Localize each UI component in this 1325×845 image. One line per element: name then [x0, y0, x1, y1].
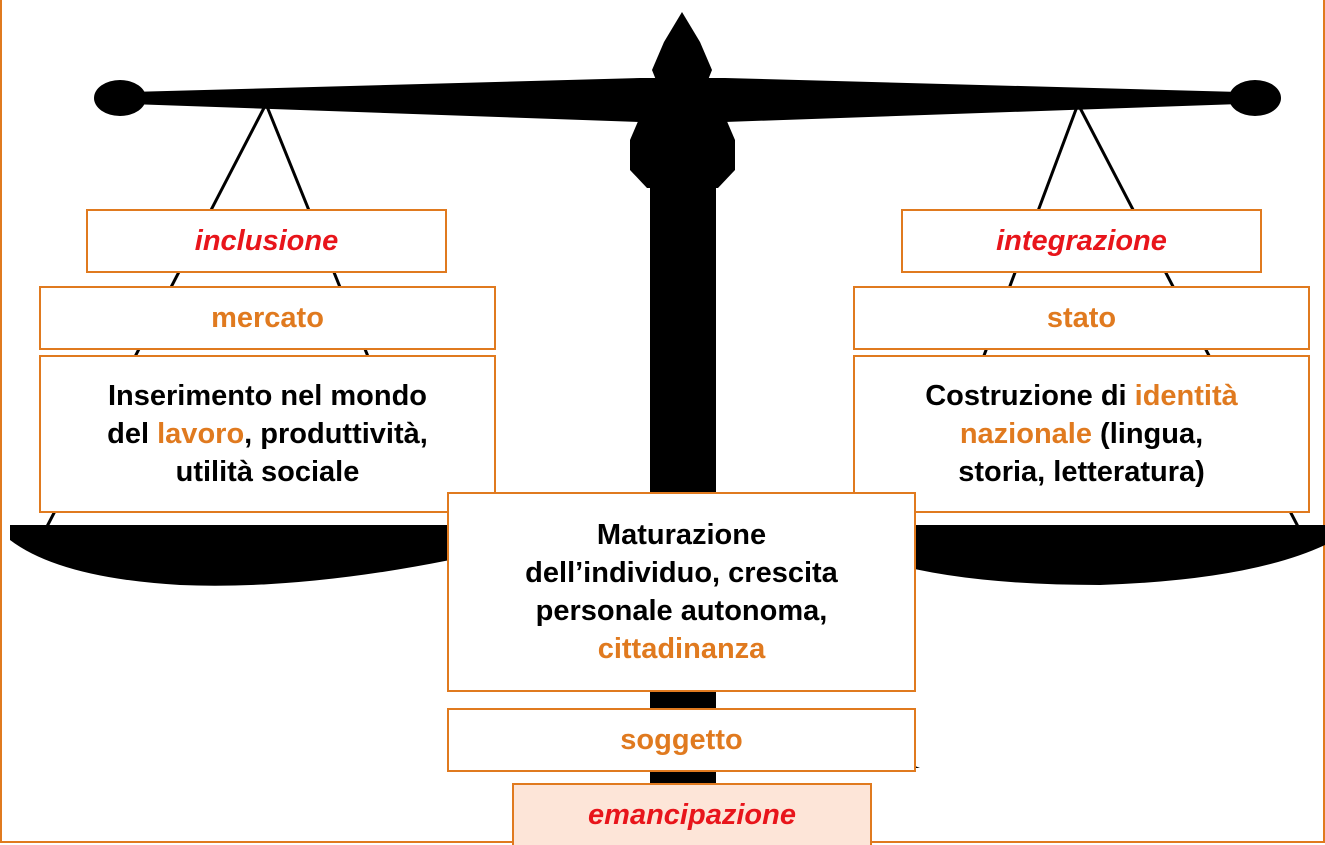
left-desc-line2-pre: del — [107, 418, 158, 450]
center-title: emancipazione — [588, 799, 796, 831]
right-desc-line2: nazionale (lingua, — [925, 415, 1238, 453]
left-label: mercato — [211, 302, 324, 334]
left-desc-line2-post: , produttività, — [244, 418, 428, 450]
pan-left — [10, 525, 450, 586]
beam-end-right — [1229, 80, 1281, 116]
center-desc-line1: Maturazione — [596, 519, 767, 551]
keyword-identita: identità — [1134, 380, 1238, 412]
keyword-nazionale: nazionale — [959, 418, 1092, 450]
right-desc-line1: Costruzione di identità — [925, 377, 1238, 415]
right-desc-line2-post: (lingua, — [1091, 418, 1204, 450]
left-description-box: Inserimento nel mondo del lavoro, produt… — [39, 355, 496, 513]
left-label-box: mercato — [39, 286, 496, 350]
left-desc-line3: utilità sociale — [175, 456, 360, 488]
right-label-box: stato — [853, 286, 1310, 350]
center-title-box: emancipazione — [512, 783, 872, 845]
pan-right — [880, 525, 1325, 585]
center-label: soggetto — [620, 724, 743, 756]
center-label-box: soggetto — [447, 708, 916, 772]
right-description: Costruzione di identità nazionale (lingu… — [925, 377, 1238, 491]
center-description-box: Maturazione dell’individuo, crescita per… — [447, 492, 916, 692]
left-desc-line2: del lavoro, produttività, — [107, 415, 428, 453]
right-title-box: integrazione — [901, 209, 1262, 273]
scale-collar — [630, 105, 735, 188]
center-desc-line2: dell’individuo, crescita — [525, 557, 838, 589]
scale-pillar — [650, 185, 716, 785]
center-desc-line3: personale autonoma, — [535, 595, 828, 627]
center-description: Maturazione dell’individuo, crescita per… — [525, 516, 838, 668]
right-title: integrazione — [996, 225, 1167, 257]
keyword-cittadinanza: cittadinanza — [597, 633, 766, 665]
left-description: Inserimento nel mondo del lavoro, produt… — [107, 377, 428, 491]
right-description-box: Costruzione di identità nazionale (lingu… — [853, 355, 1310, 513]
left-desc-line1: Inserimento nel mondo — [107, 380, 427, 412]
right-label: stato — [1046, 302, 1117, 334]
right-desc-line1-pre: Costruzione di — [925, 380, 1135, 412]
right-desc-line3: storia, letteratura) — [958, 456, 1205, 488]
left-title-box: inclusione — [86, 209, 447, 273]
scale-beam — [130, 78, 1240, 122]
beam-end-left — [94, 80, 146, 116]
keyword-lavoro: lavoro — [157, 418, 245, 450]
left-title: inclusione — [194, 225, 339, 257]
